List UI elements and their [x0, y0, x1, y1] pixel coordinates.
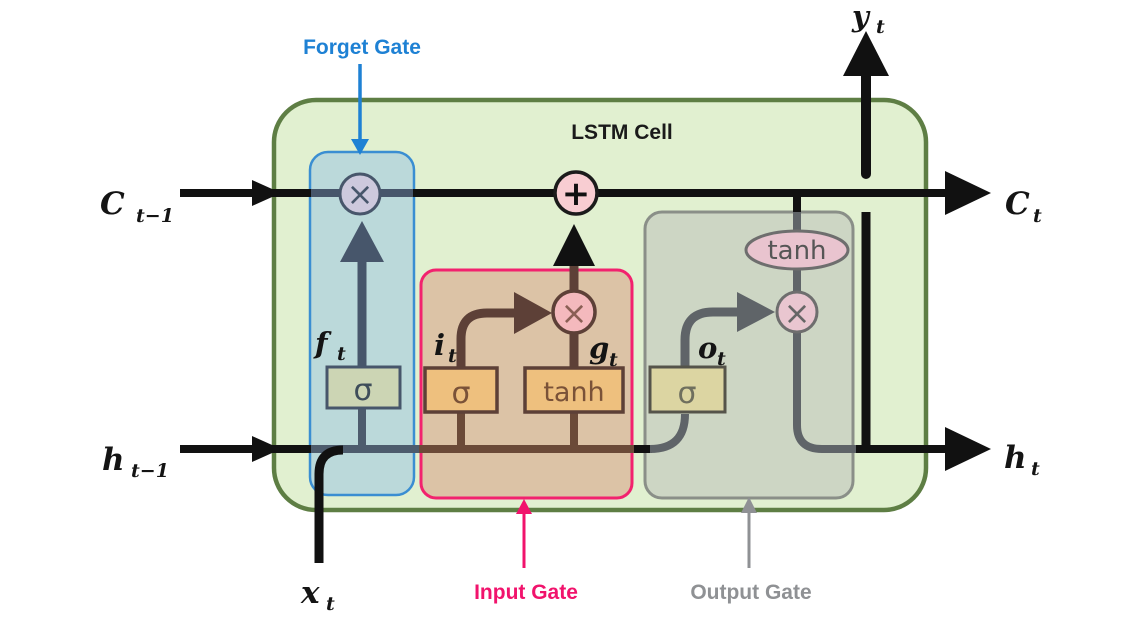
cell-output-arrowhead	[945, 171, 991, 215]
forget-up-arrowhead	[340, 221, 384, 262]
svg-text:i: i	[434, 328, 445, 362]
svg-text:o: o	[698, 331, 717, 365]
svg-text:g: g	[589, 331, 609, 365]
forget-gate-annotation: Forget Gate	[303, 36, 421, 59]
svg-text:t: t	[717, 348, 726, 370]
output-sigma-to-mul-curve	[680, 307, 738, 367]
svg-text:h: h	[102, 442, 125, 478]
input-gate-annotation-arrowhead	[516, 499, 532, 514]
input-multiply-glyph: ×	[561, 294, 588, 332]
input-sigma-to-mul-curve	[456, 308, 516, 368]
ft-label: f t	[313, 326, 346, 365]
input-tanh-label: tanh	[543, 377, 604, 408]
gt-label: g t	[589, 331, 618, 371]
ot-label: o t	[698, 331, 726, 370]
forget-gate-annotation-arrowhead	[351, 139, 369, 155]
hidden-to-output-sigma-curve	[649, 413, 689, 453]
svg-text:t: t	[337, 343, 346, 365]
svg-text:t: t	[1031, 458, 1040, 480]
output-multiply-glyph: ×	[784, 294, 811, 332]
xt-input-line	[314, 445, 344, 563]
input-multiply-node: ×	[551, 289, 597, 335]
svg-text:t−1: t−1	[131, 460, 169, 482]
yt-arrowhead	[843, 31, 889, 76]
svg-text:C: C	[1005, 186, 1030, 222]
input-right-arrowhead	[514, 292, 552, 334]
svg-text:t: t	[448, 345, 457, 367]
output-sigma-node: σ	[648, 365, 727, 414]
cell-prev-label: C t−1	[100, 186, 174, 227]
input-sigma-label: σ	[451, 376, 470, 411]
forget-sigma-node: σ	[325, 365, 402, 410]
svg-text:x: x	[300, 575, 320, 611]
cell-next-label: C t	[1005, 186, 1042, 227]
output-right-arrowhead	[737, 292, 775, 332]
add-node: +	[553, 170, 599, 216]
input-up-arrowhead	[553, 224, 595, 266]
svg-text:t: t	[326, 593, 335, 615]
input-gate-annotation: Input Gate	[474, 581, 578, 604]
output-mul-down-curve	[793, 331, 856, 453]
svg-text:t: t	[609, 349, 618, 371]
output-gate-annotation-arrowhead	[741, 497, 757, 513]
it-label: i t	[434, 328, 457, 367]
output-sigma-label: σ	[677, 376, 696, 411]
hidden-output-arrowhead	[945, 427, 991, 471]
svg-text:t: t	[1033, 205, 1042, 227]
yt-label: y t	[851, 0, 885, 38]
svg-text:t−1: t−1	[136, 205, 174, 227]
svg-text:f: f	[313, 326, 332, 360]
hidden-input-arrowhead	[252, 436, 281, 462]
input-sigma-node: σ	[423, 366, 499, 414]
add-glyph: +	[562, 174, 591, 214]
output-multiply-node: ×	[775, 290, 819, 334]
svg-text:h: h	[1004, 440, 1027, 476]
output-tanh-label: tanh	[767, 236, 826, 266]
hidden-prev-label: h t−1	[102, 442, 169, 482]
cell-input-arrowhead	[252, 180, 281, 206]
forget-multiply-glyph: ×	[347, 175, 374, 213]
output-tanh-node: tanh	[744, 229, 850, 271]
forget-multiply-node: ×	[338, 172, 382, 216]
output-gate-annotation: Output Gate	[690, 581, 811, 604]
xt-label: x t	[300, 575, 335, 615]
hidden-next-label: h t	[1004, 440, 1040, 480]
svg-text:C: C	[100, 186, 125, 222]
lstm-cell-title: LSTM Cell	[571, 121, 673, 144]
svg-text:t: t	[876, 16, 885, 38]
input-tanh-node: tanh	[523, 366, 625, 414]
svg-text:y: y	[851, 0, 871, 33]
forget-sigma-label: σ	[353, 373, 372, 408]
